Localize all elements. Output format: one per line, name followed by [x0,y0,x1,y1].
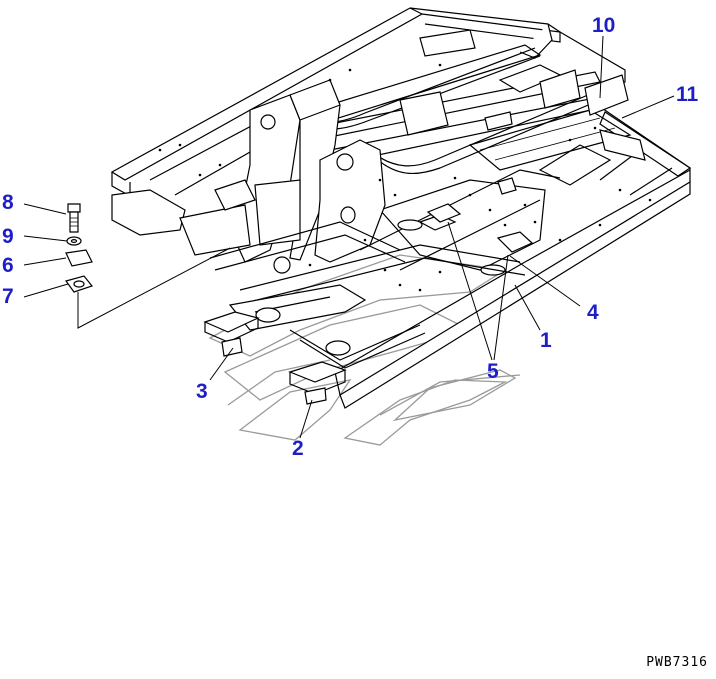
callout-6: 6 [2,254,14,277]
callout-5: 5 [487,360,499,383]
callout-2: 2 [292,437,304,460]
drawing-number: PWB7316 [646,655,708,670]
leader-lines [23,35,675,439]
revolving-frame [110,7,692,409]
callout-8: 8 [2,191,14,214]
callout-7: 7 [2,285,14,308]
callout-3: 3 [196,380,208,403]
callout-10: 10 [592,14,616,37]
bolt-head-icon [67,203,81,213]
callout-9: 9 [2,225,14,248]
rivets [158,63,652,292]
hardware-parts [65,203,231,329]
callout-11: 11 [676,83,699,106]
callout-4: 4 [587,301,599,324]
watermark-logo [208,254,521,446]
callout-1: 1 [540,329,552,352]
plate-icon [65,249,93,267]
